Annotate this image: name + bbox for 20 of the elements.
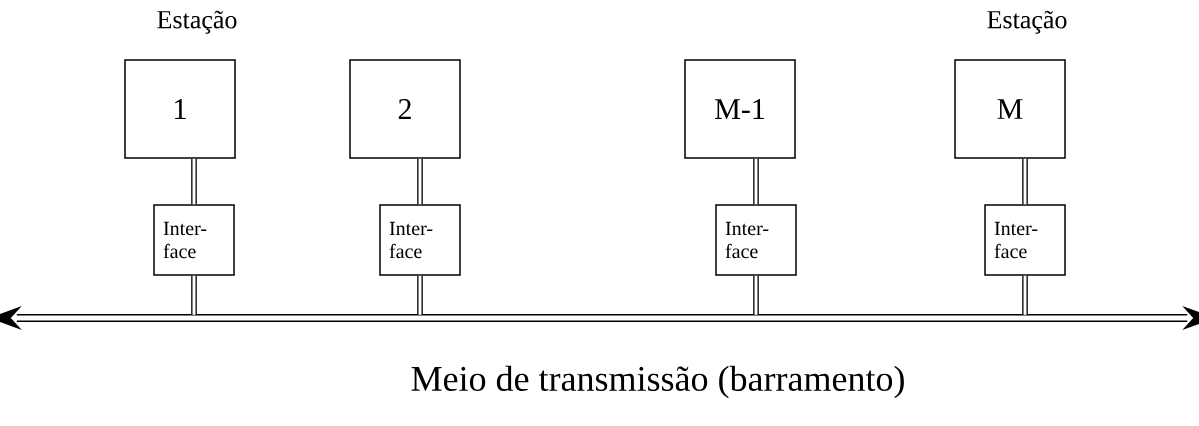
interface-box: Inter- face	[715, 204, 797, 276]
station-heading: Estação	[157, 10, 237, 34]
bus-line	[0, 306, 1199, 330]
double-line-connector	[417, 158, 423, 205]
station-box: 1	[124, 59, 236, 159]
station-box: 2	[349, 59, 461, 159]
double-line-connector	[1022, 158, 1028, 205]
double-line-connector	[191, 158, 197, 205]
interface-box: Inter- face	[984, 204, 1066, 276]
station-box: M-1	[684, 59, 796, 159]
double-line-connector	[753, 275, 759, 315]
interface-box: Inter- face	[379, 204, 461, 276]
double-line-connector	[191, 275, 197, 315]
station-heading: Estação	[987, 10, 1067, 34]
station-box: M	[954, 59, 1066, 159]
double-line-connector	[417, 275, 423, 315]
interface-box: Inter- face	[153, 204, 235, 276]
double-line-connector	[753, 158, 759, 205]
double-line-connector	[1022, 275, 1028, 315]
caption: Meio de transmissão (barramento)	[411, 365, 904, 399]
